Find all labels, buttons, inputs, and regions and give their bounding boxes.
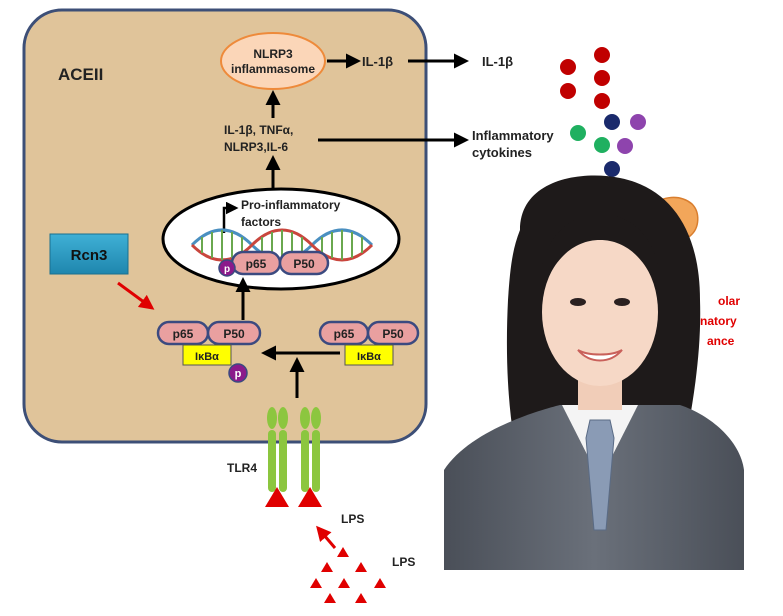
inflammatory-cytokines-1: Inflammatory bbox=[472, 128, 554, 143]
il1b-inner: IL-1β bbox=[362, 54, 393, 69]
transcription-arrow bbox=[222, 201, 239, 233]
lps-triangles bbox=[310, 547, 386, 603]
inflammasome-oval bbox=[220, 32, 326, 90]
right-p65-label: p65 bbox=[334, 327, 355, 341]
cell-label: ACEII bbox=[58, 65, 103, 84]
tlr4-receptor-left bbox=[265, 407, 289, 507]
cytokine-list-1: IL-1β, TNFα, bbox=[224, 123, 293, 137]
nucleus-label-2: factors bbox=[241, 215, 281, 229]
partial-label-1: olar bbox=[718, 294, 740, 308]
left-p50 bbox=[206, 320, 262, 346]
tlr4-receptor-right bbox=[298, 407, 322, 507]
lps-arrow bbox=[316, 525, 337, 549]
inflammatory-cytokines-2: cytokines bbox=[472, 145, 532, 160]
inflammasome-label-1: NLRP3 bbox=[253, 47, 293, 61]
left-ikba bbox=[182, 344, 232, 366]
right-ikba-label: IκBα bbox=[357, 351, 381, 363]
il1b-outer: IL-1β bbox=[482, 54, 513, 69]
rcn3-arrow bbox=[117, 281, 155, 310]
lps-top-label: LPS bbox=[341, 512, 364, 526]
nucleus-phospho bbox=[218, 259, 236, 277]
lps-bottom-label: LPS bbox=[392, 555, 415, 569]
nucleus-label-1: Pro-inflammatory bbox=[241, 198, 341, 212]
nucleus-phospho-label: p bbox=[224, 264, 230, 275]
partial-label-3: ance bbox=[707, 334, 735, 348]
left-ikba-label: IκBα bbox=[195, 351, 219, 363]
left-phospho-label: p bbox=[235, 368, 242, 380]
rcn3-label: Rcn3 bbox=[71, 247, 108, 264]
inflammasome-label-2: inflammasome bbox=[231, 62, 315, 76]
left-p65-label: p65 bbox=[173, 327, 194, 341]
left-phospho bbox=[228, 363, 248, 383]
right-p50 bbox=[366, 320, 420, 346]
cytokine-molecules bbox=[570, 114, 646, 177]
portrait-photo bbox=[444, 175, 744, 570]
right-ikba bbox=[344, 344, 394, 366]
tlr4-label: TLR4 bbox=[227, 461, 257, 475]
rcn3-box bbox=[49, 233, 129, 275]
cytokine-list-2: NLRP3,IL-6 bbox=[224, 140, 288, 154]
nucleus-p65-label: p65 bbox=[246, 257, 267, 271]
left-p50-label: P50 bbox=[223, 327, 245, 341]
right-p50-label: P50 bbox=[382, 327, 404, 341]
nucleus-p50 bbox=[278, 250, 330, 276]
partial-label-2: natory bbox=[700, 314, 737, 328]
nucleus-p50-label: P50 bbox=[293, 257, 315, 271]
il1b-molecules bbox=[560, 47, 610, 109]
